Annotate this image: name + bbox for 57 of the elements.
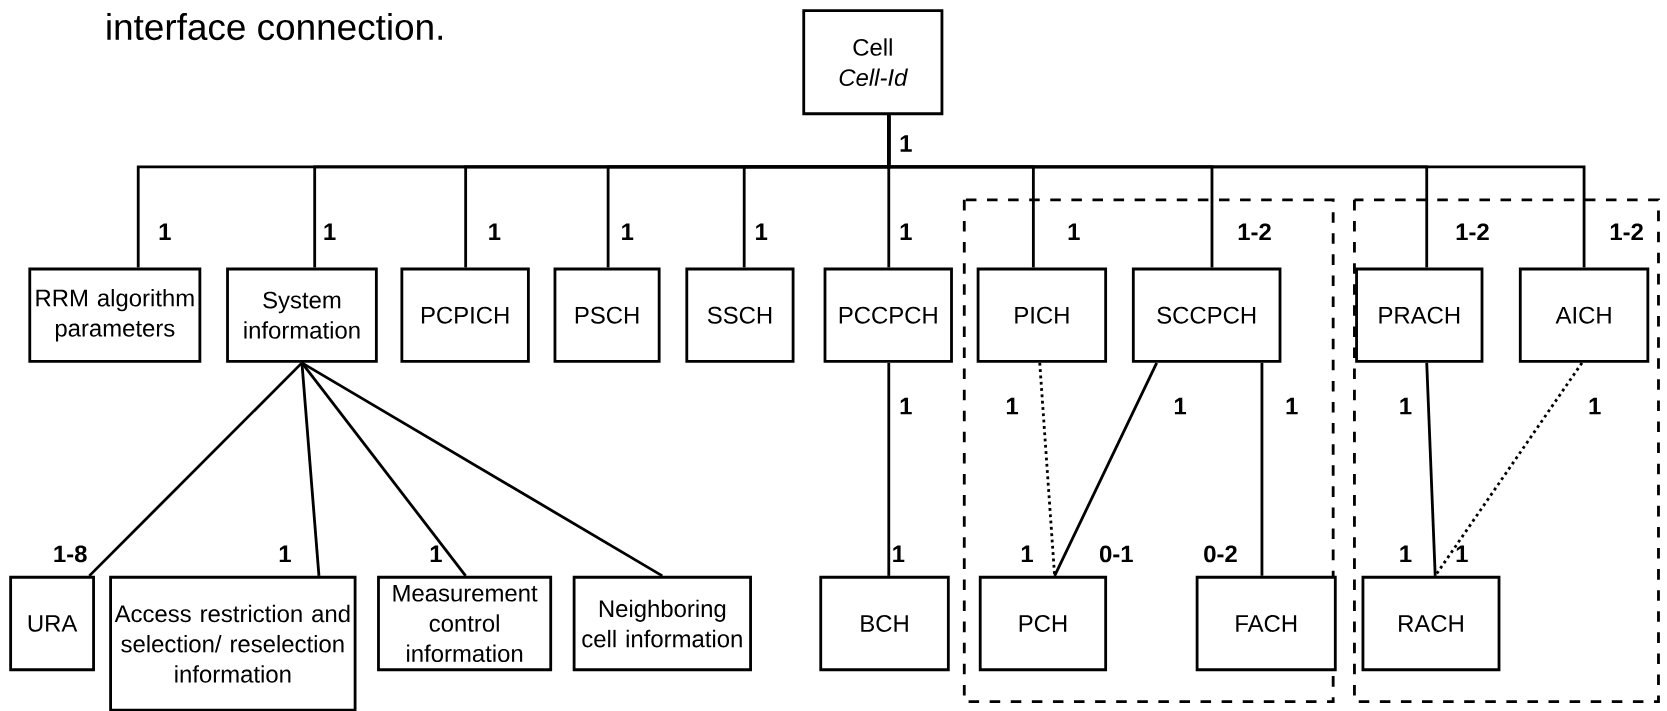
entity-box: PCPICH xyxy=(400,267,530,363)
entity-box: PCCPCH xyxy=(823,267,953,363)
multiplicity-label: 1 xyxy=(1068,223,1080,240)
multiplicity-label: 1 xyxy=(430,545,442,562)
entity-box: PICH xyxy=(976,267,1108,363)
multiplicity-label: 1 xyxy=(159,223,171,240)
entity-box: RACH xyxy=(1361,575,1501,672)
entity-box: PSCH xyxy=(553,267,661,363)
multiplicity-label: 1-2 xyxy=(1456,223,1489,240)
multiplicity-label: 0-2 xyxy=(1204,545,1237,563)
entity-box: Cell Cell-Id xyxy=(802,9,944,116)
connector-line xyxy=(301,361,664,577)
multiplicity-label: 1 xyxy=(622,223,634,240)
multiplicity-label: 1 xyxy=(900,223,912,240)
entity-box: AICH xyxy=(1518,267,1650,363)
connector-line xyxy=(1053,362,1158,577)
multiplicity-label: 1 xyxy=(756,223,768,240)
multiplicity-label: 1 xyxy=(1400,397,1412,415)
multiplicity-label: 1 xyxy=(900,397,912,415)
multiplicity-label: 0-1 xyxy=(1099,545,1133,563)
multiplicity-label: 1 xyxy=(324,223,336,240)
entity-box: URA xyxy=(9,575,95,672)
multiplicity-label: 1-2 xyxy=(1610,223,1643,240)
multiplicity-label: 1 xyxy=(1021,545,1033,562)
multiplicity-label: 1 xyxy=(1174,397,1187,415)
connector-line xyxy=(300,362,321,576)
connector-line xyxy=(1425,362,1437,576)
multiplicity-label: 1 xyxy=(893,545,905,562)
connector-line xyxy=(887,362,891,576)
entity-box: BCH xyxy=(819,575,950,672)
multiplicity-label: 1 xyxy=(1006,397,1019,415)
connector-line xyxy=(1434,361,1584,577)
entity-box: Measurement control information xyxy=(377,575,553,672)
entity-box: FACH xyxy=(1195,575,1337,672)
multiplicity-label: 1 xyxy=(279,545,291,562)
connector-line xyxy=(1260,362,1264,576)
multiplicity-label: 1 xyxy=(1589,397,1601,415)
multiplicity-label: 1 xyxy=(489,223,501,240)
entity-box: PRACH xyxy=(1355,267,1484,363)
connector-line xyxy=(1038,362,1057,576)
connector-line xyxy=(887,115,1586,268)
entity-box: RRM algorithm parameters xyxy=(28,267,202,363)
multiplicity-label: 1 xyxy=(900,135,912,152)
entity-box: PCH xyxy=(978,575,1108,672)
multiplicity-label: 1 xyxy=(1286,397,1298,415)
caption-text: interface connection. xyxy=(107,12,442,41)
entity-box: SSCH xyxy=(685,267,795,363)
entity-box: SCCPCH xyxy=(1131,267,1282,363)
entity-box: Access restriction and selection/ reselection information xyxy=(109,575,357,711)
connector-line xyxy=(88,361,303,577)
connector-line xyxy=(300,361,467,577)
multiplicity-label: 1 xyxy=(1400,545,1412,562)
multiplicity-label: 1-2 xyxy=(1238,223,1271,240)
multiplicity-label: 1-8 xyxy=(54,545,87,563)
multiplicity-label: 1 xyxy=(1456,545,1468,562)
entity-box: System information xyxy=(226,267,378,363)
entity-box: Neighboring cell information xyxy=(572,575,752,672)
